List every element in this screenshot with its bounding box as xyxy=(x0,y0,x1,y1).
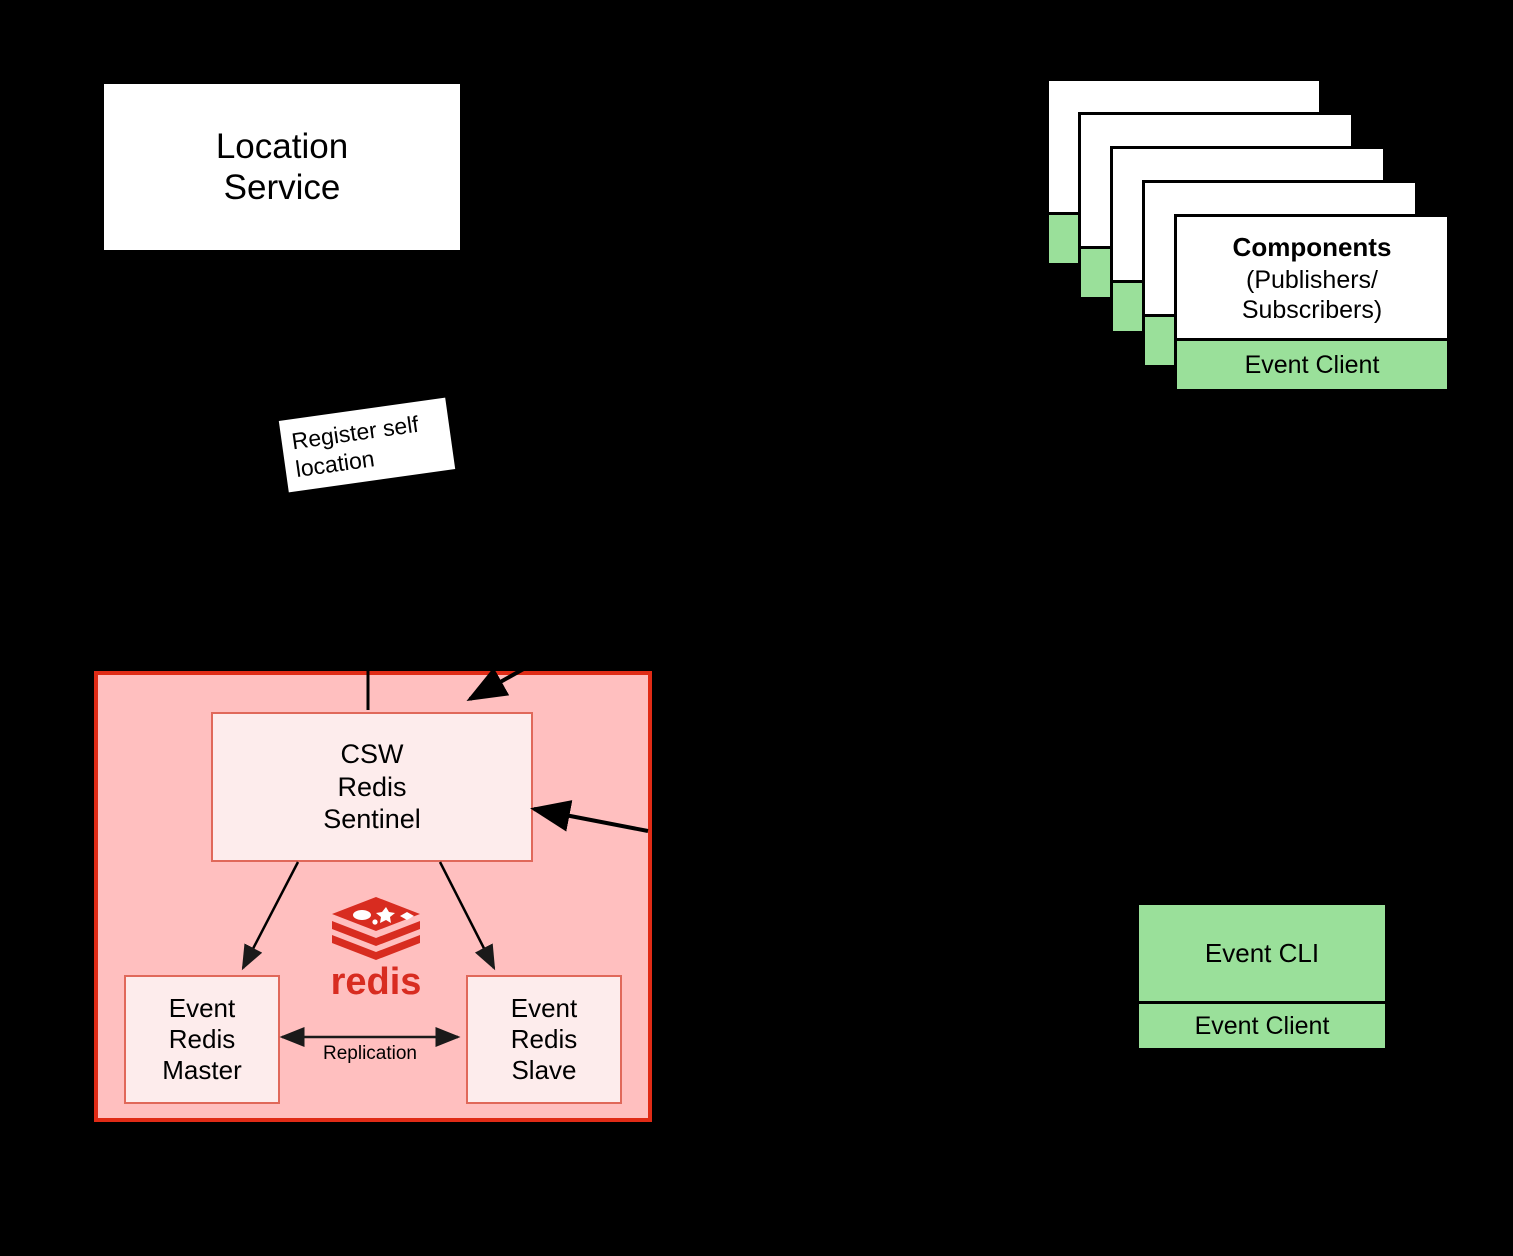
location-service-line2: Service xyxy=(223,168,341,207)
slave-line1: Event xyxy=(510,992,578,1023)
event-redis-slave-box[interactable]: Event Redis Slave xyxy=(466,975,622,1104)
redis-cluster-group: CSW Redis Sentinel Event Redis Master Ev… xyxy=(94,671,652,1122)
components-title: Components xyxy=(1232,232,1392,263)
register-self-location-note: Register self location xyxy=(278,397,456,493)
csw-redis-sentinel-box[interactable]: CSW Redis Sentinel xyxy=(211,712,533,862)
redis-logo-icon: redis xyxy=(320,897,432,1007)
sentinel-line2: Redis xyxy=(337,771,407,802)
sentinel-line1: CSW xyxy=(340,739,404,770)
slave-line2: Redis xyxy=(510,1023,578,1054)
components-card[interactable]: Components (Publishers/ Subscribers) Eve… xyxy=(1174,214,1450,392)
event-cli-box[interactable]: Event CLI Event Client xyxy=(1136,902,1388,1051)
components-body: Components (Publishers/ Subscribers) xyxy=(1177,217,1447,338)
slave-line3: Slave xyxy=(511,1055,577,1086)
event-cli-title: Event CLI xyxy=(1204,937,1320,968)
event-redis-master-box[interactable]: Event Redis Master xyxy=(124,975,280,1104)
location-service-line1: Location xyxy=(215,126,349,166)
components-event-client-label: Event Client xyxy=(1177,338,1447,389)
components-subtitle-line1: (Publishers/ xyxy=(1246,265,1378,294)
location-service-box[interactable]: Location Service xyxy=(102,82,462,252)
replication-label: Replication xyxy=(323,1043,417,1064)
master-line1: Event xyxy=(168,992,236,1023)
components-subtitle-line2: Subscribers) xyxy=(1241,295,1383,324)
redis-wordmark: redis xyxy=(331,961,422,1003)
master-line2: Redis xyxy=(168,1023,236,1054)
sentinel-line3: Sentinel xyxy=(323,804,421,835)
master-line3: Master xyxy=(162,1055,242,1086)
event-cli-event-client-label: Event Client xyxy=(1139,1001,1385,1048)
